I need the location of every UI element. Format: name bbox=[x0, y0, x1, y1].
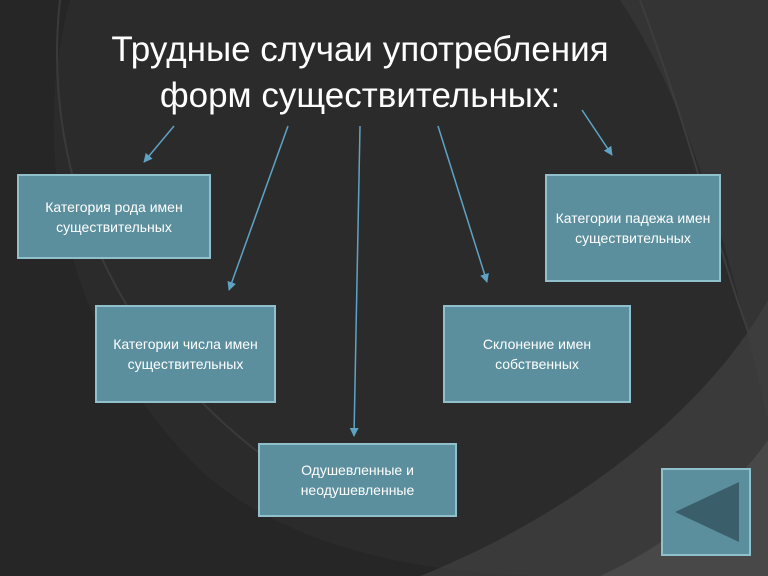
page-title-line-2: форм существительных: bbox=[159, 76, 561, 115]
box-gender-category: Категория рода имен существительных bbox=[17, 174, 211, 259]
box-number-category: Категории числа имен существительных bbox=[95, 305, 276, 403]
page-title-line-1: Трудные случаи употребления bbox=[111, 30, 609, 69]
box-proper-noun-declension: Склонение имен собственных bbox=[443, 305, 631, 403]
triangle-left-icon bbox=[675, 482, 739, 542]
back-button[interactable] bbox=[661, 468, 751, 556]
box-case-category: Категории падежа имен существительных bbox=[545, 174, 721, 282]
box-animate-inanimate: Одушевленные и неодушевленные bbox=[258, 443, 457, 517]
